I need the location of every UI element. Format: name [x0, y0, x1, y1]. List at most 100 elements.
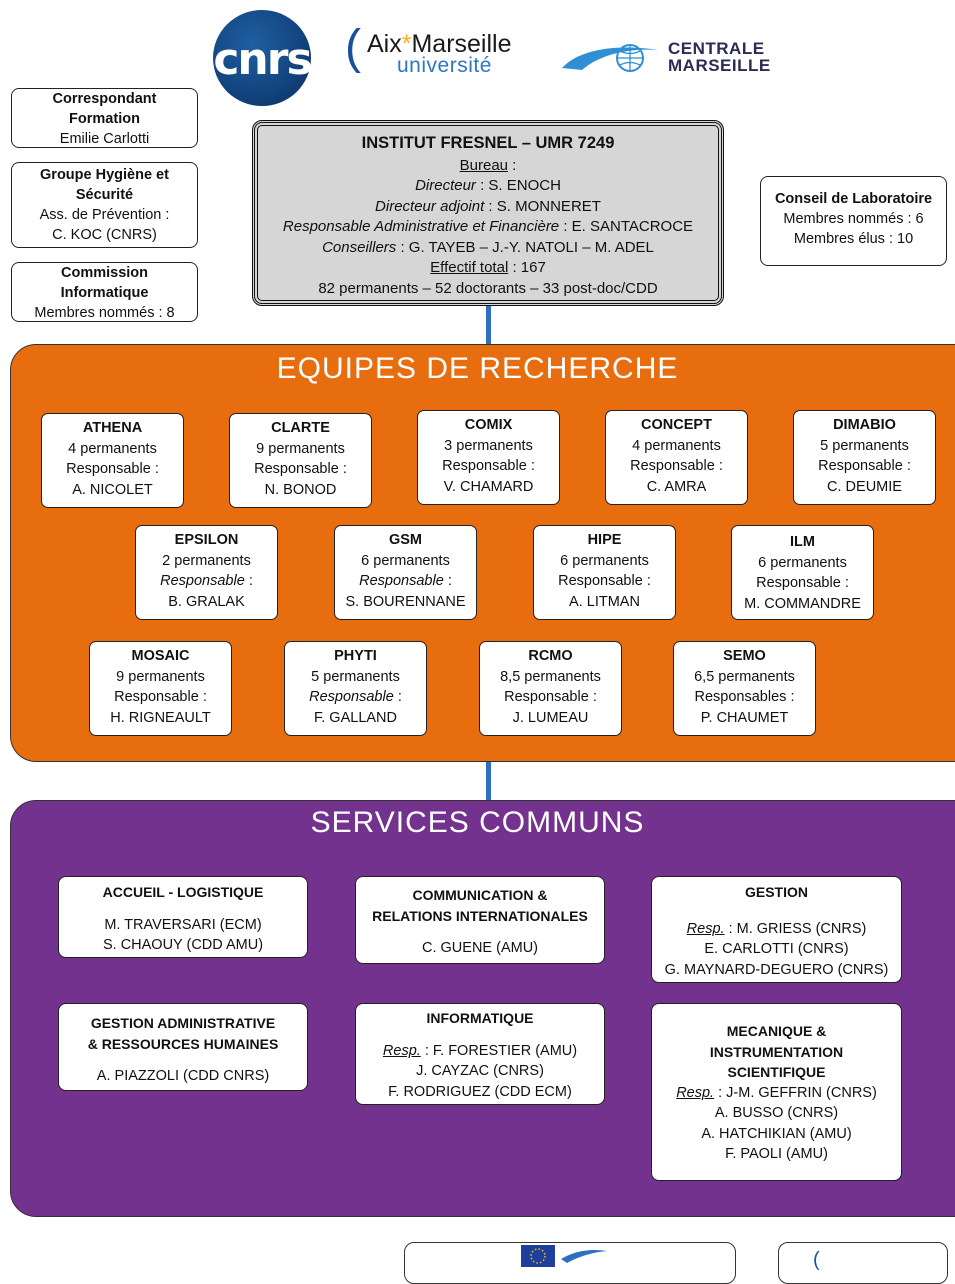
service-informatique-head: INFORMATIQUE — [426, 1010, 534, 1026]
service-grh-head2: & RESSOURCES HUMAINES — [87, 1035, 279, 1052]
team-count: 5 permanents — [820, 437, 909, 454]
team-person: J. LUMEAU — [512, 709, 589, 726]
team-resp: Responsable : — [504, 689, 597, 705]
service-mecanique: MECANIQUE & INSTRUMENTATION SCIENTIFIQUE… — [651, 1003, 902, 1181]
team-name: ATHENA — [82, 420, 143, 436]
cnrs-logo-text: cnrs — [213, 34, 312, 85]
amu-logo-line1: Aix*Marseille — [367, 30, 512, 58]
service-informatique-p3: F. RODRIGUEZ (CDD ECM) — [388, 1083, 572, 1100]
team-person: S. BOURENNANE — [345, 593, 466, 610]
team-person: C. DEUMIE — [827, 478, 902, 495]
amu-bottom-logo-box: ( — [778, 1242, 948, 1284]
eu-logo-box — [404, 1242, 736, 1284]
team-resp: Responsable : — [66, 461, 159, 477]
service-mecanique-head3: SCIENTIFIQUE — [727, 1064, 826, 1080]
service-communication-head1: COMMUNICATION & — [412, 887, 548, 903]
team-person: V. CHAMARD — [443, 478, 534, 495]
service-gestion-head: GESTION — [744, 884, 808, 900]
commission-line2: Informatique — [60, 285, 149, 301]
service-mecanique-p1: Resp. : J-M. GEFFRIN (CNRS) — [676, 1084, 877, 1101]
team-person: M. COMMANDRE — [744, 595, 861, 612]
conseil-line3: Membres élus : 10 — [793, 231, 914, 247]
team-resp: Responsable : — [309, 689, 402, 705]
team-name: COMIX — [464, 417, 513, 433]
breakdown-line: 82 permanents – 52 doctorants – 33 post-… — [318, 279, 658, 297]
amu-logo: ( Aix*Marseille université — [345, 22, 535, 82]
hygiene-line4: C. KOC (CNRS) — [52, 227, 157, 243]
cnrs-logo: cnrs — [213, 10, 313, 106]
team-count: 6 permanents — [560, 552, 649, 569]
team-name: CLARTE — [271, 420, 330, 436]
hygiene-line3: Ass. de Prévention : — [39, 207, 170, 223]
service-gestion-p2: E. CARLOTTI (CNRS) — [704, 941, 849, 957]
service-informatique: INFORMATIQUE Resp. : F. FORESTIER (AMU) … — [355, 1003, 605, 1105]
team-resp: Responsable : — [359, 573, 452, 589]
team-resp: Responsable : — [442, 458, 535, 474]
team-count: 9 permanents — [256, 440, 345, 457]
team-resp: Responsable : — [630, 458, 723, 474]
team-name: CONCEPT — [641, 417, 712, 433]
team-person: A. LITMAN — [569, 593, 640, 610]
centrale-logo-text: CENTRALE MARSEILLE — [668, 39, 771, 75]
service-communication: COMMUNICATION & RELATIONS INTERNATIONALE… — [355, 876, 605, 964]
bureau-line: Bureau : — [459, 156, 517, 174]
team-count: 4 permanents — [68, 440, 157, 457]
team-count: 6,5 permanents — [694, 668, 795, 685]
hygiene-line1: Groupe Hygiène et — [40, 167, 169, 183]
team-person: P. CHAUMET — [700, 709, 789, 726]
team-person: A. NICOLET — [72, 481, 153, 498]
formation-line1: Correspondant — [52, 91, 157, 107]
eu-flag-icon — [521, 1245, 607, 1267]
team-name: PHYTI — [334, 648, 377, 664]
team-name: EPSILON — [174, 532, 239, 548]
team-person: H. RIGNEAULT — [110, 709, 211, 726]
service-accueil-p1: M. TRAVERSARI (ECM) — [104, 916, 262, 933]
team-person: N. BONOD — [264, 481, 337, 498]
raf-line: Responsable Administrative et Financière… — [282, 218, 694, 235]
team-name: RCMO — [528, 648, 573, 664]
adjoint-line: Directeur adjoint : S. MONNERET — [375, 197, 601, 215]
service-accueil-head: ACCUEIL - LOGISTIQUE — [102, 884, 264, 900]
services-title: SERVICES COMMUNS — [310, 806, 645, 839]
team-resp: Responsable : — [818, 458, 911, 474]
amu-bracket-icon: ( — [345, 21, 361, 74]
service-grh-head1: GESTION ADMINISTRATIVE — [90, 1015, 276, 1031]
service-gestion-p3: G. MAYNARD-DEGUERO (CNRS) — [664, 961, 889, 978]
service-grh-p1: A. PIAZZOLI (CDD CNRS) — [96, 1068, 270, 1084]
team-name: SEMO — [723, 648, 766, 664]
team-name: ILM — [790, 534, 815, 550]
team-count: 9 permanents — [116, 668, 205, 685]
service-informatique-p1: Resp. : F. FORESTIER (AMU) — [382, 1042, 578, 1059]
service-accueil: ACCUEIL - LOGISTIQUE M. TRAVERSARI (ECM)… — [58, 876, 308, 958]
connector-line — [486, 762, 491, 800]
service-mecanique-head1: MECANIQUE & — [726, 1023, 827, 1039]
institut-title: INSTITUT FRESNEL – UMR 7249 — [361, 134, 615, 152]
service-mecanique-p3: A. HATCHIKIAN (AMU) — [701, 1125, 852, 1142]
team-count: 8,5 permanents — [500, 668, 601, 685]
formation-box: Correspondant Formation Emilie Carlotti — [11, 88, 198, 148]
conseil-box: Conseil de Laboratoire Membres nommés : … — [760, 176, 947, 266]
service-informatique-p2: J. CAYZAC (CNRS) — [416, 1063, 544, 1079]
service-mecanique-head2: INSTRUMENTATION — [709, 1043, 844, 1060]
commission-informatique-box: Commission Informatique Membres nommés :… — [11, 262, 198, 322]
conseil-line2: Membres nommés : 6 — [783, 211, 924, 227]
effectif-line: Effectif total : 167 — [430, 259, 546, 276]
conseil-line1: Conseil de Laboratoire — [774, 191, 933, 207]
team-count: 4 permanents — [632, 437, 721, 454]
team-name: MOSAIC — [131, 648, 190, 664]
commission-line3: Membres nommés : 8 — [34, 305, 175, 321]
team-person: F. GALLAND — [314, 709, 397, 726]
team-person: C. AMRA — [646, 478, 707, 495]
